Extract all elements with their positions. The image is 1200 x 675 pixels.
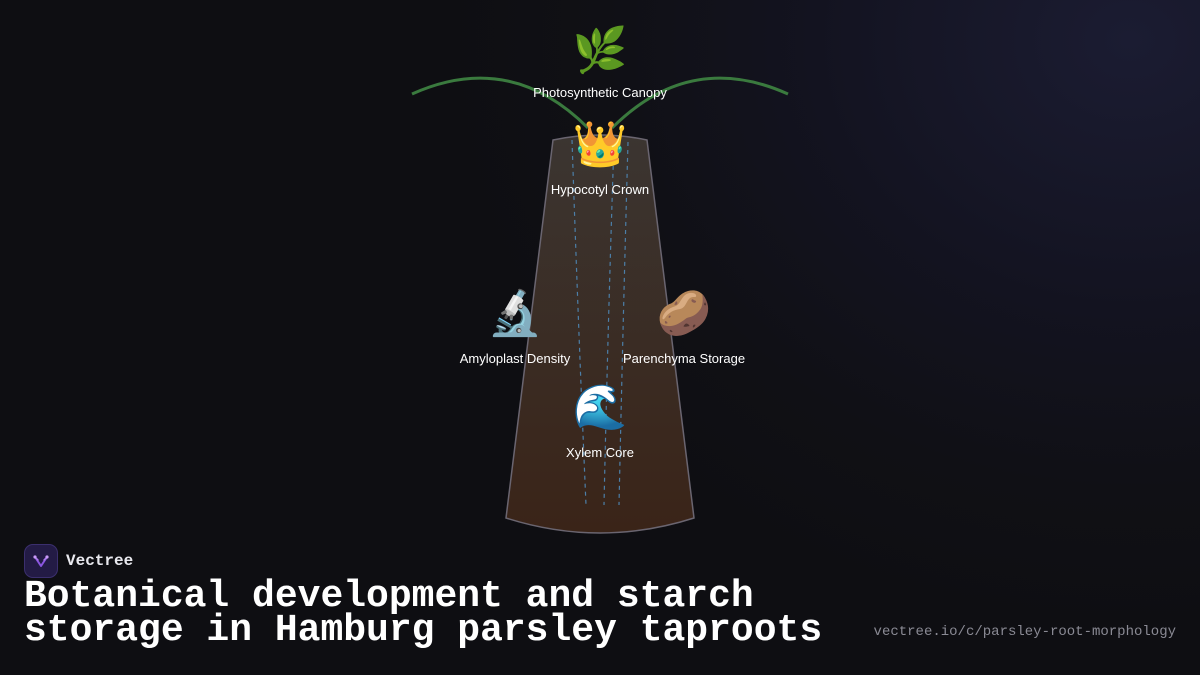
node-xylem: 🌊 Xylem Core <box>500 382 700 461</box>
leaf-arc-left <box>411 76 590 130</box>
herb-icon: 🌿 <box>572 25 628 76</box>
vascular-line-2 <box>603 141 615 506</box>
microscope-icon: 🔬 <box>487 288 543 339</box>
leaf-arc-right <box>610 76 789 130</box>
crown-icon: 👑 <box>572 119 628 170</box>
node-canopy: 🌿 Photosynthetic Canopy <box>500 25 700 101</box>
node-amyloplast: 🔬 Amyloplast Density <box>415 288 615 367</box>
vascular-line-1 <box>571 139 587 506</box>
wave-icon: 🌊 <box>572 382 628 433</box>
node-parenchyma: 🥔 Parenchyma Storage <box>584 288 784 367</box>
node-label: Parenchyma Storage <box>622 351 746 366</box>
potato-icon: 🥔 <box>656 288 712 339</box>
page-title: Botanical development and starch storage… <box>24 575 823 652</box>
node-label: Photosynthetic Canopy <box>533 85 667 100</box>
vascular-line-3 <box>618 141 629 506</box>
brand: Vectree <box>24 544 133 578</box>
taproot-body <box>505 134 695 534</box>
vectree-logo-icon <box>24 544 58 578</box>
node-label: Amyloplast Density <box>459 351 571 366</box>
brand-name: Vectree <box>66 552 134 570</box>
node-label: Hypocotyl Crown <box>550 182 650 197</box>
node-label: Xylem Core <box>566 445 634 460</box>
source-url[interactable]: vectree.io/c/parsley-root-morphology <box>873 624 1176 640</box>
node-crown: 👑 Hypocotyl Crown <box>500 119 700 198</box>
